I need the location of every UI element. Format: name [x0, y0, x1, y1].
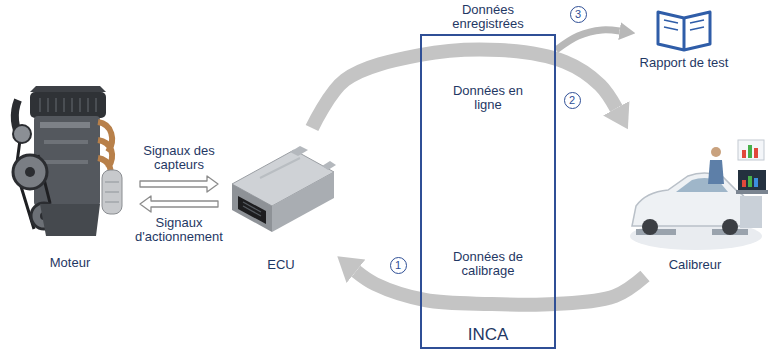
engine-illustration-part — [40, 122, 90, 128]
node-label: Calibreur — [669, 258, 722, 272]
calibrator-illustration-part — [740, 196, 762, 228]
flow-arrow — [556, 30, 620, 50]
callout-number: 2 — [564, 92, 581, 109]
calibrator-illustration-part — [632, 173, 748, 226]
engine-illustration-part — [40, 204, 100, 236]
calibrator-illustration-part — [754, 178, 758, 187]
calibrator-node: Calibreur — [622, 128, 768, 276]
report-book-icon-part — [658, 12, 710, 50]
calibrator-illustration-part — [738, 170, 766, 190]
callout-number: 1 — [390, 257, 407, 274]
report-book-icon-part — [683, 18, 686, 50]
engine-illustration-part — [102, 170, 122, 214]
engine-illustration-part — [40, 98, 96, 112]
ecu-illustration-part — [243, 202, 261, 216]
calibrator-illustration-part — [738, 140, 764, 160]
engine-illustration-part — [44, 160, 88, 164]
ecu-illustration-part — [238, 196, 266, 224]
ecu-illustration-part — [290, 146, 308, 156]
frame-title: INCA — [468, 324, 509, 345]
signal-arrow — [140, 196, 218, 212]
engine-illustration-part — [13, 125, 31, 143]
calibrator-illustration-part — [708, 160, 724, 184]
flow-arrow — [312, 49, 616, 128]
inca-frame: Données enregistréesDonnées en ligneDonn… — [420, 34, 556, 349]
calibrator-illustration-part — [711, 147, 721, 157]
callout-number: 3 — [570, 6, 587, 23]
ecu-illustration-part — [232, 184, 272, 232]
calibrator-illustration-part — [722, 219, 738, 235]
calibrator-illustration-part — [748, 176, 752, 187]
engine-illustration — [13, 86, 122, 236]
ecu-illustration-part — [322, 161, 336, 170]
engine-illustration-part — [25, 167, 35, 177]
engine-illustration-part — [30, 92, 106, 118]
calibrator-illustration-part — [736, 190, 768, 194]
node-label: ECU — [267, 258, 294, 272]
data-label: Données de calibrage — [443, 250, 533, 278]
calibrator-illustration-part — [642, 219, 658, 235]
engine-illustration-part — [44, 140, 88, 144]
signal-arrow — [140, 176, 218, 192]
ecu-node: ECU — [226, 128, 336, 276]
node-label: Rapport de test — [640, 56, 729, 70]
calibrator-illustration — [630, 140, 768, 250]
calibrator-illustration-part — [748, 145, 752, 158]
report-book-icon — [658, 12, 710, 50]
engine-node: Moteur — [8, 76, 132, 276]
calibrator-illustration-part — [742, 150, 746, 158]
engine-illustration-part — [105, 182, 119, 202]
calibrator-illustration-part — [742, 180, 746, 187]
signal-label: Signaux d'actionnement — [129, 216, 229, 244]
ecu-illustration-part — [272, 172, 334, 232]
engine-illustration-part — [13, 155, 47, 189]
calibrator-illustration-part — [754, 148, 758, 158]
node-label: Moteur — [50, 256, 90, 270]
report-node: Rapport de test — [636, 2, 733, 80]
data-label: Données en ligne — [443, 84, 533, 112]
ecu-illustration-part — [260, 158, 300, 178]
report-book-icon-part — [664, 20, 704, 30]
frame-heading: Données enregistrées — [436, 3, 540, 31]
engine-illustration-part — [30, 86, 106, 92]
ecu-illustration — [232, 146, 336, 232]
signal-label: Signaux des capteurs — [129, 144, 229, 172]
